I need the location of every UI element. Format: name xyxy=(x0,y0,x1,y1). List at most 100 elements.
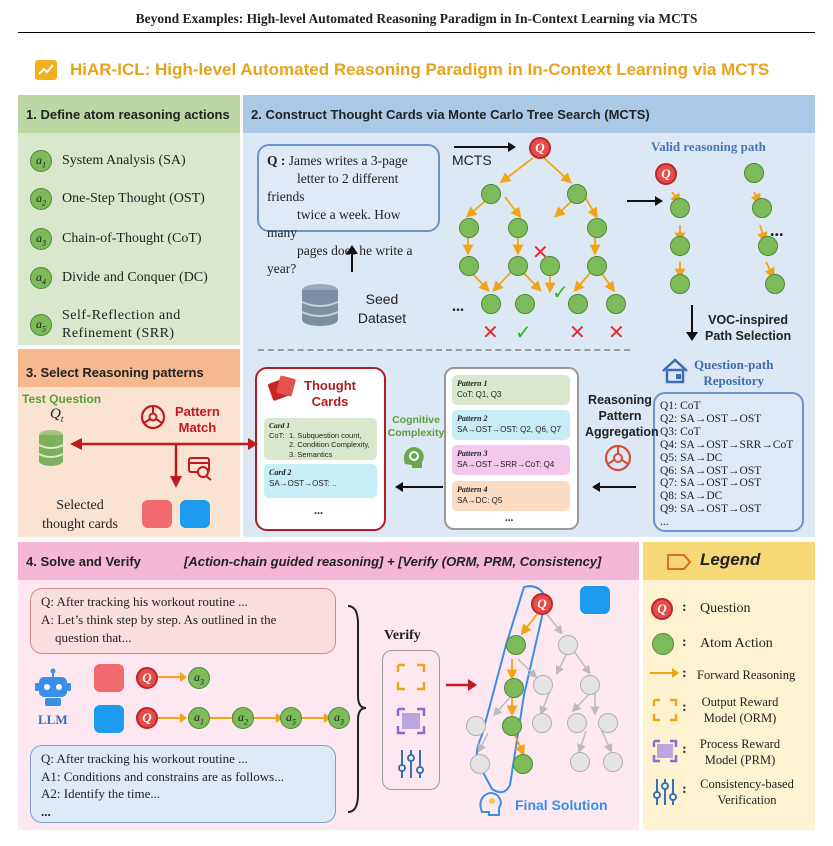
legend-atom-icon xyxy=(652,633,674,655)
atom-node xyxy=(765,274,785,294)
atom-node xyxy=(508,218,528,238)
section4-title: 4. Solve and Verify xyxy=(26,554,141,569)
match-arrows xyxy=(70,438,258,488)
section4-subtitle: [Action-chain guided reasoning] + [Verif… xyxy=(184,554,602,569)
pattern-item: Pattern 2 SA→OST→OST: Q2, Q6, Q7 xyxy=(452,410,570,440)
repository-entry: Q8: SA→DC xyxy=(660,490,723,503)
pattern-name: Pattern 1 xyxy=(457,379,488,388)
legend-line: Output Reward xyxy=(701,695,779,709)
atom-node xyxy=(481,184,501,204)
card-line: 1. Subquestion count, xyxy=(289,430,362,440)
legend-line: Verification xyxy=(717,793,777,807)
check-icon: ✓ xyxy=(515,320,532,344)
answer-line: Q: After tracking his workout routine ..… xyxy=(41,751,248,766)
legend-label: Output Reward Model (ORM) xyxy=(697,694,783,726)
qt-subscript: t xyxy=(60,414,64,424)
atom-node xyxy=(670,198,690,218)
verify-box xyxy=(382,650,440,790)
legend-sep: : xyxy=(682,700,687,715)
pattern-match-line: Pattern xyxy=(175,404,220,419)
action-label: One-Step Thought (OST) xyxy=(62,191,205,206)
legend-label: Question xyxy=(700,601,751,616)
legend-sep: : xyxy=(682,666,687,681)
action-item: a2 One-Step Thought (OST) xyxy=(30,186,205,212)
atom-node xyxy=(606,294,626,314)
question-line: letter to 2 different friends xyxy=(267,171,399,204)
answer-box-cot: Q: After tracking his workout routine ..… xyxy=(30,588,336,654)
repository-entry: Q7: SA→OST→OST xyxy=(660,477,762,490)
atom-node xyxy=(504,678,524,698)
atom-node xyxy=(513,754,533,774)
answer-line: Q: After tracking his workout routine ..… xyxy=(41,594,248,609)
repository-entry: ... xyxy=(660,516,669,529)
legend-consistency-icon xyxy=(653,779,677,805)
check-icon: ✓ xyxy=(552,280,569,304)
candidate-node xyxy=(532,713,552,733)
atom-node xyxy=(481,294,501,314)
selected-card-blue xyxy=(180,500,210,528)
answer-line: A2: Identify the time... xyxy=(41,786,161,801)
atom-node xyxy=(587,256,607,276)
pattern-content: SA→OST→OST: Q2, Q6, Q7 xyxy=(457,425,562,434)
selected-line: thought cards xyxy=(42,517,118,532)
action-label: Divide and Conquer (DC) xyxy=(62,270,208,285)
atom-action-icon: a2 xyxy=(232,707,254,729)
atom-action-icon: a1 xyxy=(188,707,210,729)
repository-entry: Q5: SA→DC xyxy=(660,451,723,464)
cards-title-line: Thought xyxy=(304,378,356,393)
repository-title: Question-path Repository xyxy=(694,357,773,389)
action-item: a5 Self-Reflection and Refinement (SRR) xyxy=(30,305,181,345)
legend-line: Model (ORM) xyxy=(703,711,777,725)
legend-sep: : xyxy=(682,600,687,615)
atom-node xyxy=(459,256,479,276)
qt-symbol: Qt xyxy=(50,406,63,424)
legend-line: Consistency-based xyxy=(700,777,794,791)
action-item: a4 Divide and Conquer (DC) xyxy=(30,265,208,291)
answer-box-chain: Q: After tracking his workout routine ..… xyxy=(30,745,336,823)
candidate-node xyxy=(470,754,490,774)
question-prefix: Q : xyxy=(267,153,286,168)
robot-icon xyxy=(35,668,71,706)
atom-action-icon: a3 xyxy=(328,707,350,729)
cards-title-line: Cards xyxy=(311,394,349,409)
paper-header: Beyond Examples: High-level Automated Re… xyxy=(135,11,698,26)
section2-title: 2. Construct Thought Cards via Monte Car… xyxy=(251,107,650,122)
solution-tree-edges xyxy=(475,585,613,794)
candidate-node xyxy=(570,752,590,772)
cognitive-line: Cognitive xyxy=(392,414,440,426)
cards-ellipsis: ... xyxy=(314,503,323,517)
title-icon xyxy=(35,60,57,80)
seed-label-line: Dataset xyxy=(357,310,407,326)
pattern-content: CoT: Q1, Q3 xyxy=(457,390,502,399)
forward-arrow xyxy=(158,672,187,682)
mcts-arrow xyxy=(454,142,516,152)
brain-bulb-icon xyxy=(479,792,502,816)
pattern-item: Pattern 3 SA→OST→SRR→CoT: Q4 xyxy=(452,445,570,475)
chain-card-red xyxy=(94,664,124,692)
candidate-node xyxy=(558,635,578,655)
card-search-icon xyxy=(188,457,212,481)
legend-sep: : xyxy=(682,782,687,797)
pattern-name: Pattern 4 xyxy=(457,485,488,494)
card-item: Card 2 SA→OST→OST: .. xyxy=(264,464,377,498)
forward-arrow xyxy=(302,713,331,723)
answer-line: ... xyxy=(41,803,51,819)
red-arrow xyxy=(446,679,477,691)
repository-entry: Q9: SA→OST→OST xyxy=(660,503,762,516)
atom-node xyxy=(587,218,607,238)
card-item: Card 1 CoT: 1. Subquestion count, 2. Con… xyxy=(264,418,377,460)
card-content: SA→OST→OST: .. xyxy=(269,479,337,488)
brain-gear-icon xyxy=(403,447,424,468)
chain-card-blue xyxy=(580,586,610,614)
pattern-item: Pattern 4 SA→DC: Q5 xyxy=(452,481,570,511)
orm-icon xyxy=(396,663,426,691)
tree-ellipsis: ... xyxy=(452,298,464,315)
pattern-match-line: Match xyxy=(178,420,217,435)
atom-node xyxy=(567,184,587,204)
question-line: twice a week. How many xyxy=(267,207,401,240)
left-arrow xyxy=(592,482,636,492)
pattern-content: SA→OST→SRR→CoT: Q4 xyxy=(457,460,555,469)
candidate-node xyxy=(533,675,553,695)
aggregation-label: Reasoning Pattern Aggregation xyxy=(585,392,659,440)
valid-path-label: Valid reasoning path xyxy=(651,139,766,154)
